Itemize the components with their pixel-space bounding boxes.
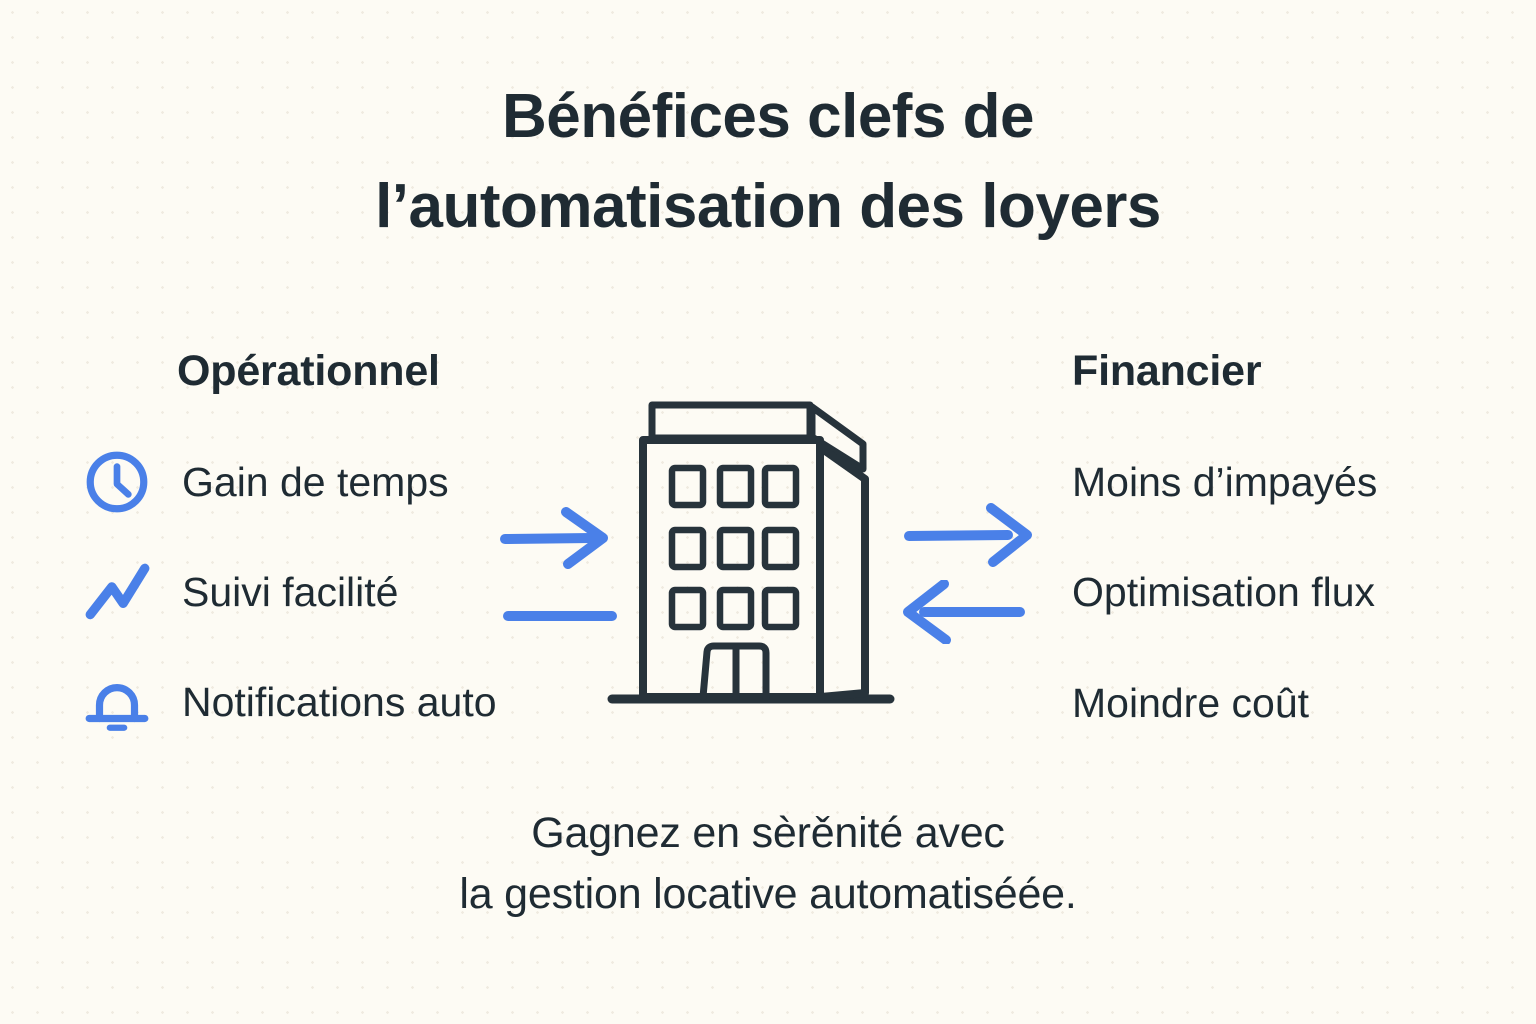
list-item-moins-impayes: Moins d’impayés: [1072, 459, 1378, 505]
left-column-header: Opérationnel: [177, 347, 440, 395]
list-item-suivi-facilite: Suivi facilité: [82, 557, 398, 627]
building-window: [761, 464, 800, 509]
building-window: [761, 586, 800, 631]
arrow-right-icon: [500, 507, 612, 569]
benefit-label: Notifications auto: [182, 678, 497, 725]
building-window: [716, 586, 755, 631]
building-window: [668, 586, 707, 631]
footer-tagline-line2: la gestion locative automatiséée.: [459, 870, 1077, 918]
list-item-optimisation-flux: Optimisation flux: [1072, 569, 1376, 615]
list-item-moindre-cout: Moindre coût: [1072, 680, 1310, 726]
line-chart-icon: [82, 557, 152, 627]
right-column-header: Financier: [1072, 347, 1262, 395]
building-window: [716, 464, 755, 509]
list-item-notifications-auto: Notifications auto: [82, 667, 497, 737]
benefit-label: Suivi facilité: [182, 568, 399, 615]
footer-tagline: Gagnez en sèrěnité avec la gestion locat…: [0, 803, 1536, 925]
page-title: Bénéfices clefs de l’automatisation des …: [0, 72, 1536, 252]
building-window: [761, 526, 800, 571]
building-roof-side: [808, 403, 867, 473]
bell-icon: [82, 667, 152, 737]
arrow-right-icon: [903, 503, 1033, 567]
clock-icon: [82, 447, 152, 517]
horizontal-line-icon: [502, 609, 618, 623]
page-title-line2: l’automatisation des loyers: [375, 172, 1161, 241]
building-window: [668, 464, 707, 509]
page-title-line1: Bénéfices clefs de: [501, 82, 1035, 151]
building-window: [716, 526, 755, 571]
apartment-building-illustration: [606, 396, 896, 714]
building-roof: [648, 401, 814, 442]
benefit-label: Gain de temps: [182, 458, 449, 505]
list-item-gain-de-temps: Gain de temps: [82, 447, 449, 517]
building-facade: [639, 436, 824, 701]
arrow-left-icon: [902, 580, 1028, 644]
building-window: [668, 526, 707, 571]
building-side-wall: [817, 444, 869, 701]
footer-tagline-line1: Gagnez en sèrěnité avec: [531, 809, 1005, 857]
